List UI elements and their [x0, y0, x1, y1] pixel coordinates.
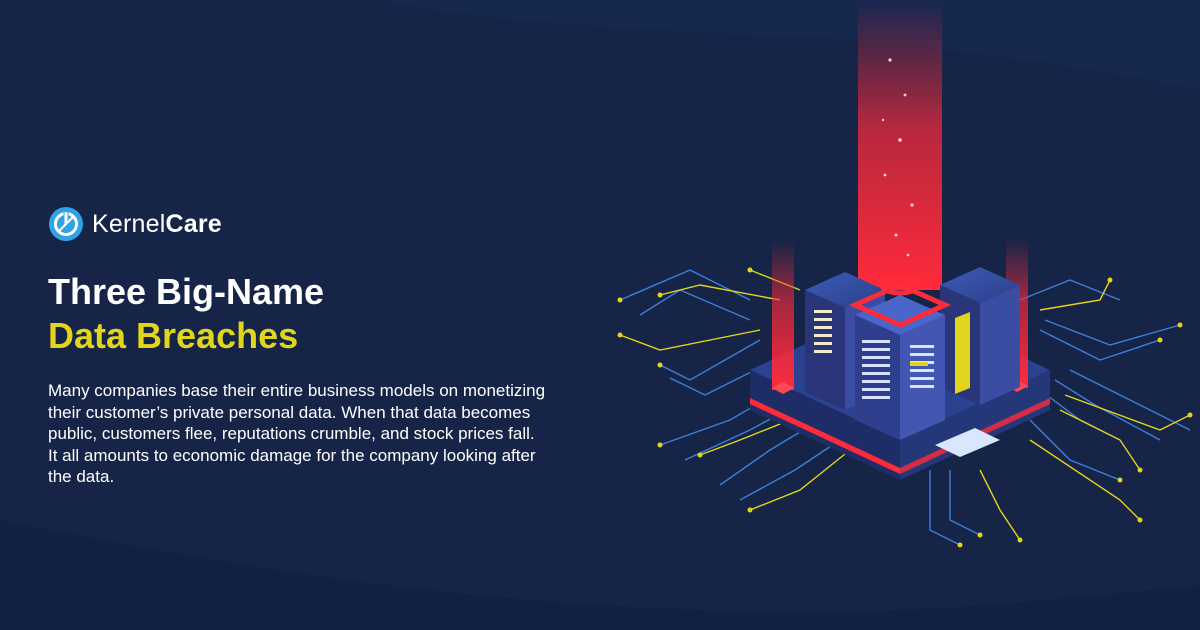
description-text: Many companies base their entire busines…	[48, 381, 546, 486]
brand-name: KernelCare	[92, 210, 222, 239]
brand-logo[interactable]: KernelCare	[48, 206, 222, 242]
kernelcare-logo-icon	[49, 207, 83, 241]
server-right	[940, 267, 1020, 405]
brand-name-light: Kernel	[92, 209, 166, 238]
circuit-nodes	[617, 267, 1193, 548]
central-beam	[858, 0, 942, 290]
red-frame	[848, 274, 952, 328]
headline-line-2: Data Breaches	[48, 315, 299, 356]
beam-particles	[881, 58, 914, 257]
headline-line-1: Three Big-Name	[48, 271, 325, 312]
server-data-breach-illustration	[617, 0, 1193, 548]
headline: Three Big-Name Data Breaches	[48, 270, 324, 358]
brand-name-bold: Care	[165, 209, 222, 238]
server-center	[855, 295, 945, 440]
